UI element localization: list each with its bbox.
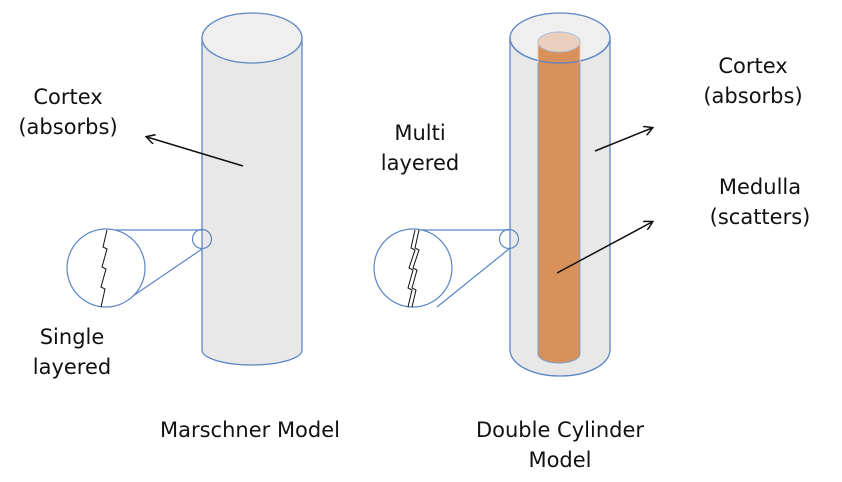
- multi-layer-crack-a: [407, 229, 416, 308]
- caption-line: Double Cylinder: [475, 418, 645, 442]
- marschner-zoom-circle: [66, 228, 146, 308]
- label-line: (absorbs): [18, 115, 118, 139]
- label-line: Cortex: [718, 54, 788, 78]
- medulla-label: Medulla (scatters): [700, 172, 820, 232]
- marschner-cylinder-body: [201, 37, 303, 366]
- double-medulla-arrow: [556, 222, 652, 274]
- marschner-cortex-arrow: [147, 137, 244, 167]
- double-cylinder: [509, 12, 611, 377]
- double-cortex-arrow: [594, 128, 652, 152]
- single-layer-crack: [100, 229, 108, 308]
- multi-layer-crack-b: [411, 229, 420, 308]
- label-line: Multi: [394, 121, 446, 145]
- label-line: layered: [32, 355, 112, 379]
- marschner-caption: Marschner Model: [150, 415, 350, 445]
- double-cortex-label: Cortex (absorbs): [697, 51, 809, 111]
- label-line: Medulla: [718, 175, 802, 199]
- medulla-cylinder-body: [537, 41, 581, 364]
- double-magnifier: [373, 228, 520, 308]
- marschner-cylinder-top: [201, 12, 303, 64]
- label-line: Single: [39, 325, 105, 349]
- double-cylinder-caption: Double Cylinder Model: [460, 415, 660, 475]
- single-layered-label: Single layered: [22, 322, 122, 382]
- marschner-cortex-label: Cortex (absorbs): [12, 82, 124, 142]
- label-line: (absorbs): [703, 84, 803, 108]
- medulla-cylinder-top: [537, 31, 581, 53]
- marschner-magnifier: [66, 228, 213, 308]
- label-line: (scatters): [709, 205, 811, 229]
- label-line: Cortex: [33, 85, 103, 109]
- marschner-cylinder: [201, 12, 303, 366]
- caption-line: Model: [528, 448, 592, 472]
- multi-layered-label: Multi layered: [370, 118, 470, 178]
- caption-line: Marschner Model: [159, 418, 340, 442]
- label-line: layered: [380, 151, 460, 175]
